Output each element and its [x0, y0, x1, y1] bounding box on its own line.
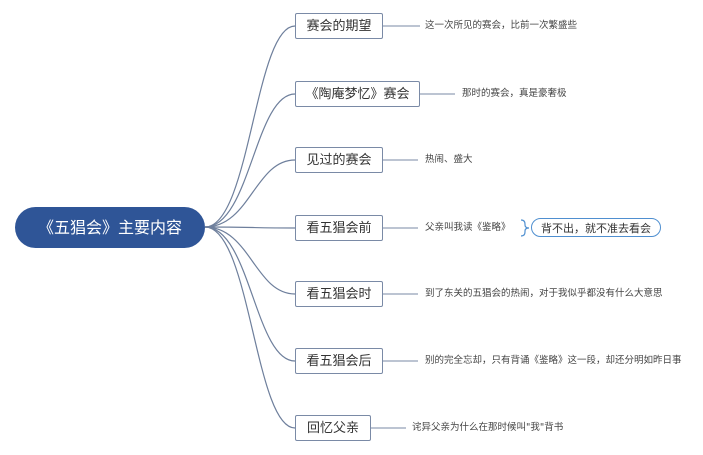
topic-1[interactable]: 赛会的期望 [295, 13, 383, 39]
note-6: 别的完全忘却，只有背诵《鉴略》这一段，却还分明如昨日事 [425, 355, 682, 366]
summary-topic[interactable]: 背不出，就不准去看会 [531, 218, 661, 237]
branch-line-2 [204, 93, 296, 228]
note-4: 父亲叫我读《鉴略》 [425, 222, 511, 233]
note-2: 那时的赛会，真是豪奢极 [462, 88, 567, 99]
branch-line-5 [204, 226, 296, 295]
topic-4[interactable]: 看五猖会前 [295, 215, 383, 241]
branch-line-6 [204, 226, 296, 362]
note-7: 诧异父亲为什么在那时候叫"我"背书 [412, 422, 564, 433]
topic-3[interactable]: 见过的赛会 [295, 147, 383, 173]
branch-line-7 [204, 226, 296, 429]
branch-line-1 [204, 25, 296, 228]
topic-7[interactable]: 回忆父亲 [295, 415, 371, 441]
topic-2[interactable]: 《陶庵梦忆》赛会 [295, 81, 420, 107]
branch-line-3 [204, 159, 296, 228]
topic-5[interactable]: 看五猖会时 [295, 281, 383, 307]
summary-brace [520, 219, 530, 237]
root-topic[interactable]: 《五猖会》主要内容 [15, 207, 205, 248]
branch-line-4 [204, 226, 296, 229]
topic-6[interactable]: 看五猖会后 [295, 348, 383, 374]
note-5: 到了东关的五猖会的热闹，对于我似乎都没有什么大意思 [425, 288, 663, 299]
note-1: 这一次所见的赛会，比前一次繁盛些 [425, 20, 578, 31]
note-3: 热闹、盛大 [425, 154, 473, 165]
